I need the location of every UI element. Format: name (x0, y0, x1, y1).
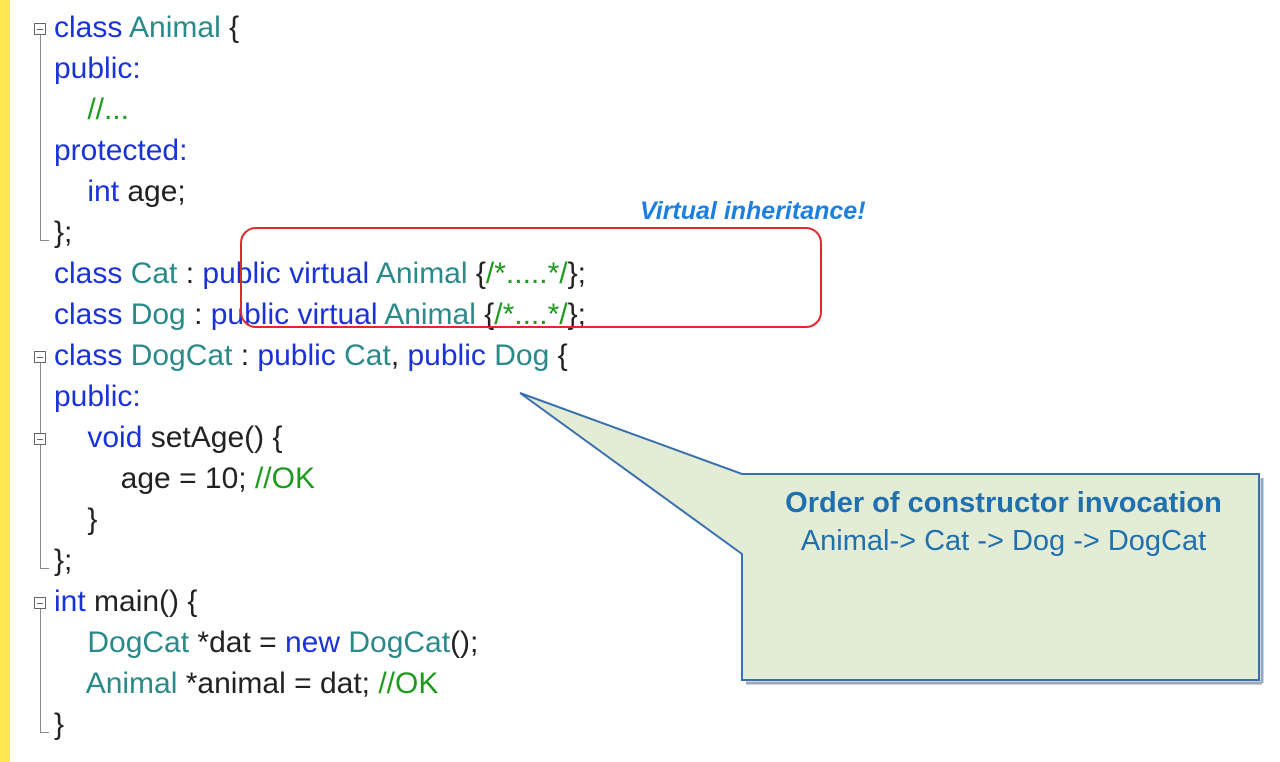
fold-toggle-icon[interactable] (34, 597, 46, 609)
code-token: class (54, 339, 131, 372)
code-token: setAge() { (142, 421, 283, 454)
code-token: public: (54, 52, 141, 85)
code-line: } (54, 500, 97, 540)
code-token: int (54, 585, 86, 618)
code-token: Dog (494, 339, 550, 372)
code-line: }; (54, 541, 72, 581)
code-token: DogCat (348, 626, 451, 659)
fold-toggle-icon[interactable] (34, 23, 46, 35)
code-token: /*....*/ (494, 298, 568, 331)
fold-end-tick (40, 240, 49, 241)
code-token: }; (567, 298, 586, 331)
code-token: age = 10; (54, 462, 255, 495)
code-line: } (54, 705, 64, 745)
code-line: void setAge() { (54, 418, 282, 458)
code-line: //... (54, 90, 129, 130)
code-line: age = 10; //OK (54, 459, 315, 499)
code-token: } (54, 503, 98, 536)
code-line: class Dog : public virtual Animal {/*...… (54, 295, 586, 335)
code-token: DogCat (87, 626, 190, 659)
code-token: Cat (344, 339, 391, 372)
code-line: }; (54, 213, 72, 253)
code-token: { (467, 257, 486, 290)
fold-guide-line (40, 35, 41, 240)
code-token: //... (54, 93, 130, 126)
code-line: Animal *animal = dat; //OK (54, 664, 439, 704)
code-token: { (549, 339, 568, 372)
code-token: *dat = (189, 626, 285, 659)
code-line: int age; (54, 172, 186, 212)
code-token: main() { (85, 585, 198, 618)
code-token: : (185, 298, 211, 331)
code-token: /*.....*/ (485, 257, 568, 290)
code-token: age; (119, 175, 186, 208)
code-token: : (177, 257, 203, 290)
fold-end-tick (40, 568, 49, 569)
code-token: public (257, 339, 345, 372)
code-line: int main() { (54, 582, 197, 622)
virtual-inheritance-highlight (240, 227, 822, 328)
fold-end-tick (40, 732, 49, 733)
code-token: Dog (130, 298, 186, 331)
code-token: protected: (54, 134, 188, 167)
code-token: *animal = dat; (177, 667, 379, 700)
callout-title: Order of constructor invocation (785, 487, 1222, 519)
code-token: int (87, 175, 120, 208)
code-token: public (407, 339, 495, 372)
code-line: public: (54, 49, 141, 89)
code-token: { (220, 11, 240, 44)
code-line: DogCat *dat = new DogCat(); (54, 623, 478, 663)
code-line: class Animal { (54, 8, 239, 48)
code-token: class (54, 298, 131, 331)
code-token: , (390, 339, 408, 372)
code-line: class DogCat : public Cat, public Dog { (54, 336, 568, 376)
callout-shape (519, 392, 1260, 681)
fold-toggle-icon[interactable] (34, 351, 46, 363)
code-token: (); (450, 626, 479, 659)
fold-toggle-icon[interactable] (34, 433, 46, 445)
code-token: class (54, 11, 130, 44)
code-token: } (54, 708, 65, 741)
code-token: }; (54, 544, 73, 577)
code-token: new (284, 626, 349, 659)
change-margin-bar (0, 0, 10, 762)
code-token: void (87, 421, 143, 454)
fold-guide-line (40, 363, 41, 568)
code-token: Animal (85, 667, 178, 700)
code-token: public: (54, 380, 141, 413)
code-token: : (232, 339, 258, 372)
virtual-inheritance-label: Virtual inheritance! (640, 197, 866, 225)
code-line: protected: (54, 131, 187, 171)
callout-text: Order of constructor invocation Animal->… (746, 484, 1261, 560)
code-line: public: (54, 377, 141, 417)
code-token: Animal (129, 11, 221, 44)
code-token: }; (567, 257, 586, 290)
code-token: //OK (378, 667, 439, 700)
callout-body: Animal-> Cat -> Dog -> DogCat (800, 525, 1207, 557)
code-token: //OK (254, 462, 315, 495)
fold-guide-line (40, 609, 41, 732)
code-token: class (54, 257, 131, 290)
code-token: Cat (130, 257, 178, 290)
code-token: }; (54, 216, 73, 249)
code-token: DogCat (130, 339, 233, 372)
code-token: Animal (384, 298, 476, 331)
code-token: { (475, 298, 495, 331)
code-token: Animal (375, 257, 468, 290)
